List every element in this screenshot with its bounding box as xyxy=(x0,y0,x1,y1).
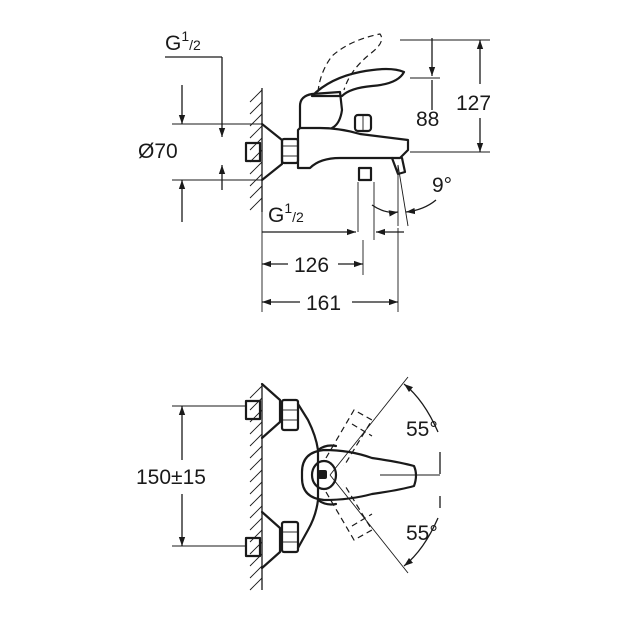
connector-wall xyxy=(244,141,262,163)
lever-side xyxy=(310,67,406,98)
connector-upper-nut xyxy=(280,398,300,432)
escutcheon-side xyxy=(260,122,284,182)
connector-upper-wall xyxy=(244,399,262,421)
escutcheon-upper xyxy=(260,382,282,440)
label-height-spout: 88 xyxy=(416,108,439,131)
label-angle-upper: 55° xyxy=(406,418,438,441)
lever-indicator xyxy=(310,459,338,491)
lever-top xyxy=(300,448,418,502)
side-view: G1/2 Ø70 88 127 9° G1/2 xyxy=(138,28,491,315)
wall-top xyxy=(249,384,263,591)
lever-ghost-upper xyxy=(325,409,373,467)
lever-base-side xyxy=(298,90,344,130)
top-view: 150±15 55° 55° xyxy=(136,376,441,591)
shower-outlet xyxy=(357,166,373,182)
lever-ghost xyxy=(317,33,383,93)
label-diameter: Ø70 xyxy=(138,140,178,163)
label-thread-bottom: G1/2 xyxy=(268,200,304,227)
valve-body-side xyxy=(296,126,410,170)
connector-lower-nut xyxy=(280,520,300,554)
label-thread-top: G1/2 xyxy=(165,28,201,55)
label-length-inner: 126 xyxy=(294,254,329,277)
label-angle-lower: 55° xyxy=(406,522,438,545)
label-height-total: 127 xyxy=(456,92,491,115)
label-spacing: 150±15 xyxy=(136,466,206,489)
spout-outlet xyxy=(390,156,407,176)
lever-ghost-lower xyxy=(325,483,373,541)
escutcheon-lower xyxy=(260,510,282,570)
label-length-outer: 161 xyxy=(306,292,341,315)
connector-lower-wall xyxy=(244,536,262,558)
connector-nut xyxy=(280,137,300,165)
label-angle-spout: 9° xyxy=(432,174,452,197)
